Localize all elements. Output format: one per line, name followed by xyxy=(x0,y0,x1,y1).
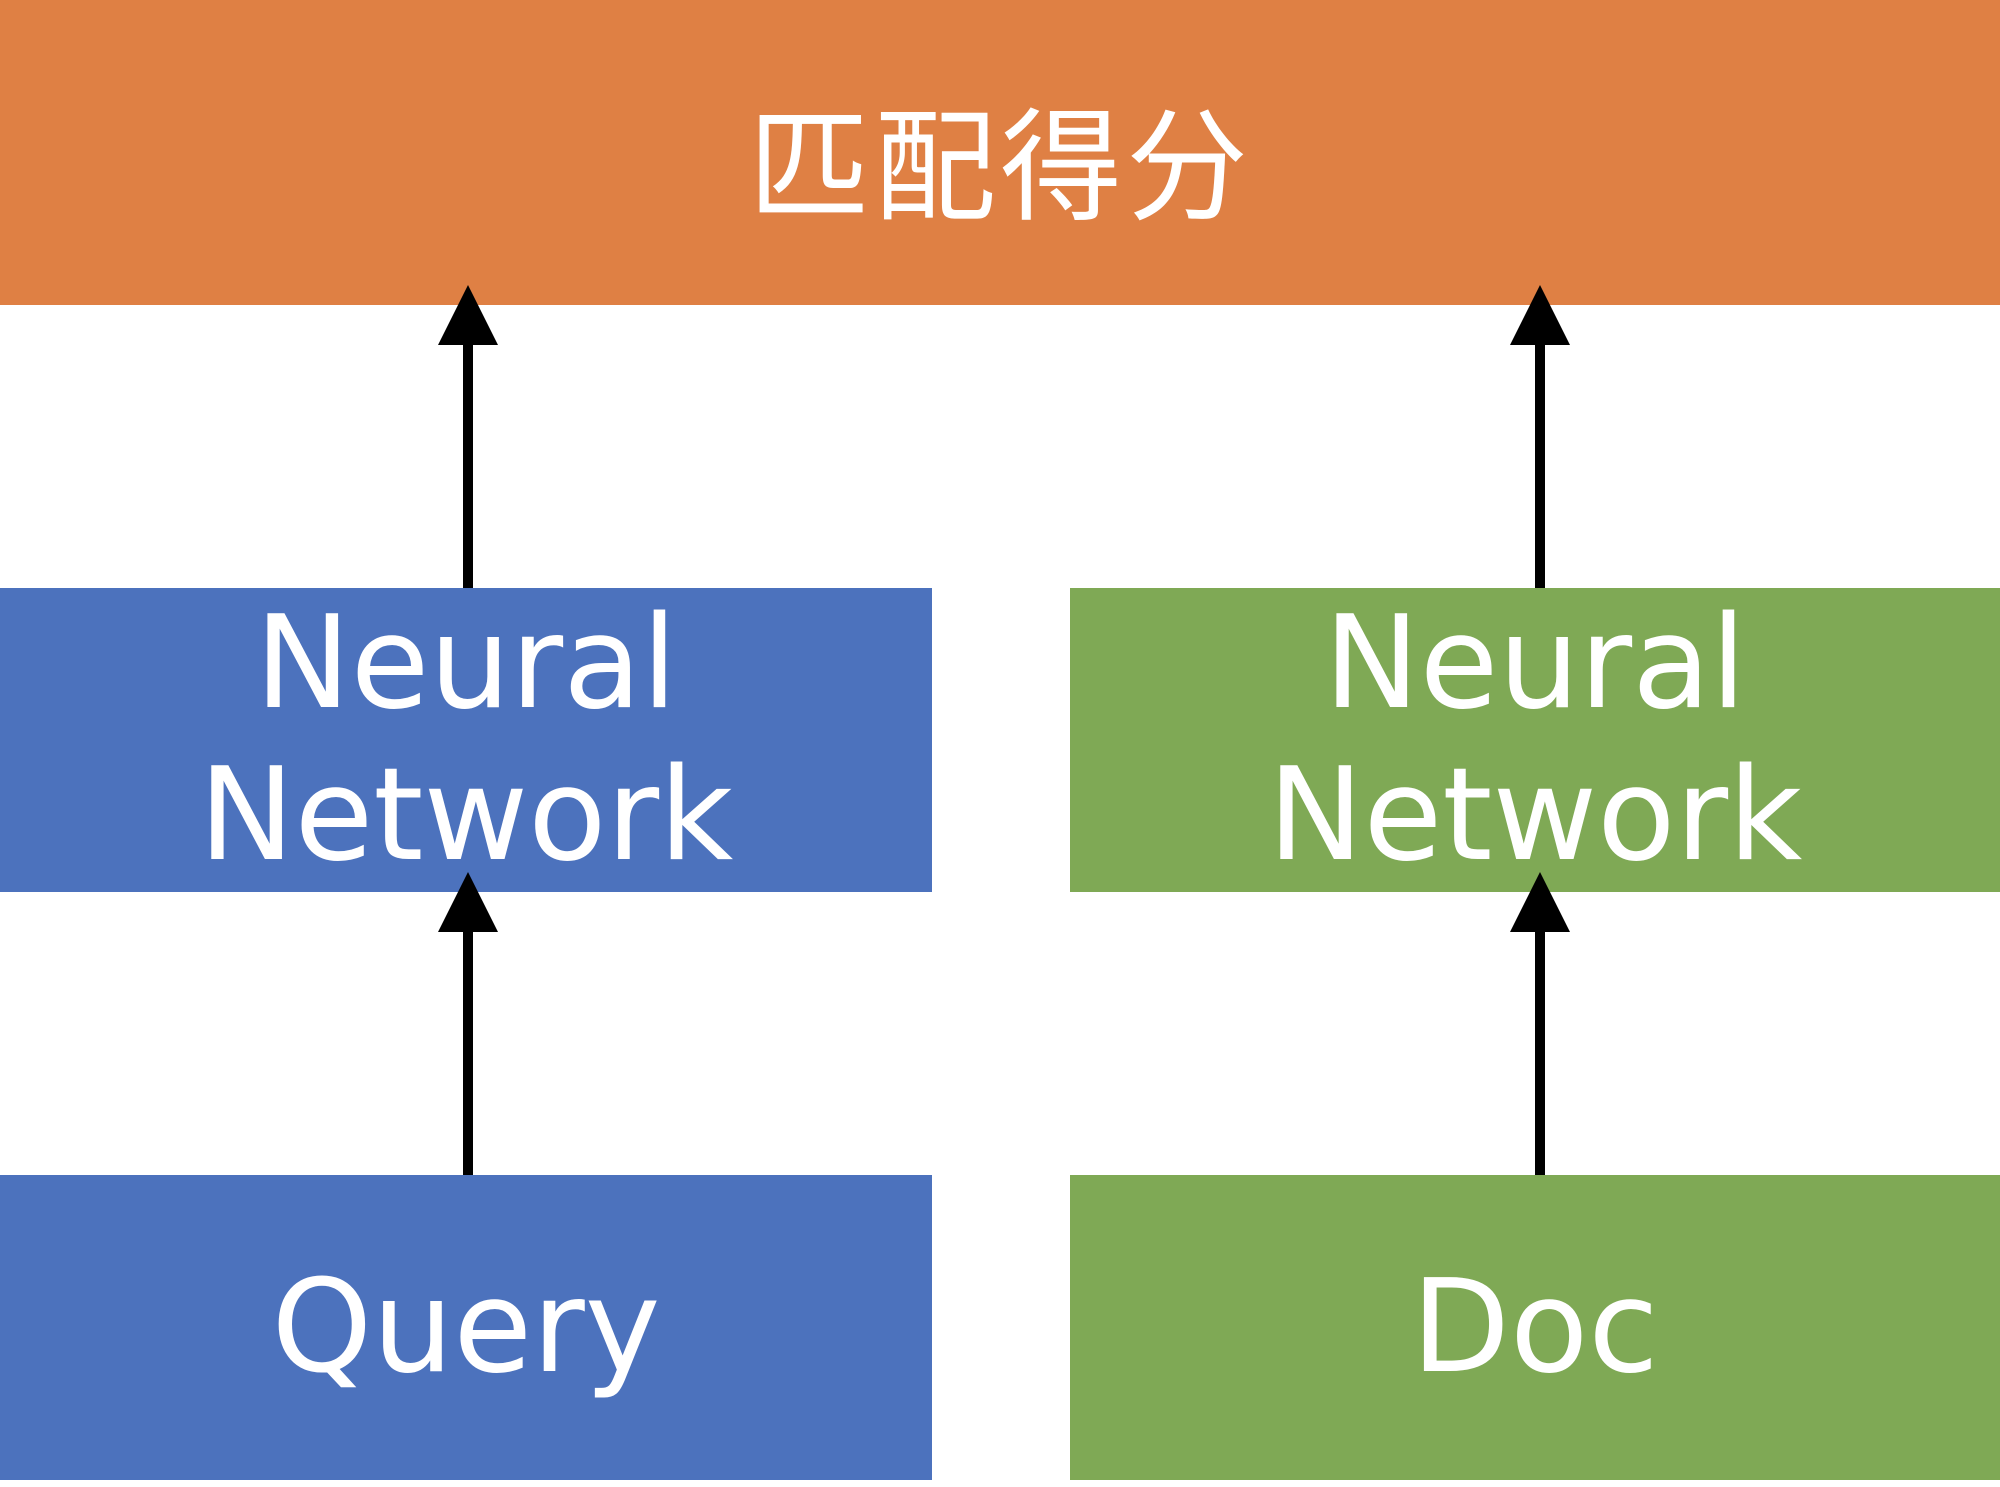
query-network-line2: Network xyxy=(198,741,734,890)
doc-network-line2: Network xyxy=(1267,741,1803,890)
query-neural-network-box: Neural Network xyxy=(0,588,932,892)
query-input-box: Query xyxy=(0,1175,932,1480)
matching-score-box: 匹配得分 xyxy=(0,0,2000,305)
doc-input-box: Doc xyxy=(1070,1175,2000,1480)
doc-neural-network-box: Neural Network xyxy=(1070,588,2000,892)
doc-network-line1: Neural xyxy=(1323,589,1747,738)
query-network-line1: Neural xyxy=(254,589,678,738)
matching-score-label: 匹配得分 xyxy=(748,97,1252,239)
doc-label: Doc xyxy=(1411,1253,1659,1402)
query-label: Query xyxy=(271,1253,661,1402)
